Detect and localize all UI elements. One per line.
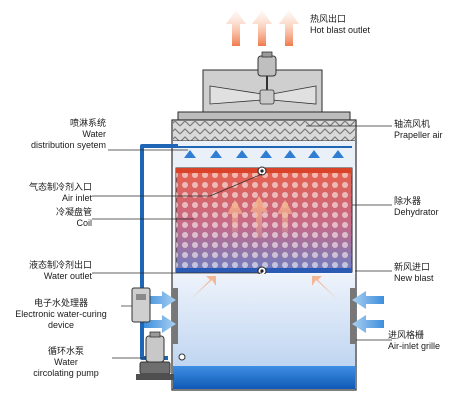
inlet-air-flow: [188, 276, 340, 302]
air-inlet-grille-right: [350, 288, 356, 344]
label-circulating-pump: 循环水泵 Water circolating pump: [33, 346, 99, 378]
pump-icon: [136, 331, 186, 380]
fan-blades: [209, 85, 317, 105]
label-new-blast: 新风进口 New blast: [394, 262, 434, 283]
label-hot-blast-outlet: 热风出口 Hot blast outlet: [310, 14, 371, 35]
label-water-outlet: 液态制冷剂出口 Water outlet: [28, 260, 92, 281]
lower-section: [173, 274, 355, 368]
label-air-inlet: 气态制冷剂入口 Air inlet: [28, 182, 92, 203]
fan-motor-icon: [257, 51, 277, 92]
coil-outlet-connector: [257, 266, 267, 276]
air-inlet-grille-left: [172, 288, 178, 344]
label-electronic-water-curing: 电子水处理器 Electronic water-curing device: [15, 298, 107, 330]
fresh-air-arrows-left: [144, 291, 176, 333]
label-coil: 冷凝盘管 Coil: [55, 207, 92, 228]
leader-lines: [92, 125, 392, 359]
label-propeller-fan: 轴流风机 Prapeller air: [394, 119, 443, 140]
coil-inlet-connector: [257, 166, 267, 176]
hot-air-arrows: [226, 10, 299, 46]
condensing-coil: [175, 167, 353, 273]
water-treatment-device-icon: [131, 287, 151, 323]
label-air-inlet-grille: 进风格栅 Air-inlet grille: [388, 330, 441, 351]
water-basin: [173, 366, 355, 389]
label-water-distribution: 喷淋系统 Water distribution syetem: [30, 118, 106, 150]
rising-air-arrows: [227, 196, 293, 238]
mist-eliminator: [173, 121, 355, 142]
label-dehydrator: 除水器 Dehydrator: [394, 196, 439, 217]
spray-nozzle-icon: [184, 150, 344, 158]
fresh-air-arrows-right: [352, 291, 384, 333]
